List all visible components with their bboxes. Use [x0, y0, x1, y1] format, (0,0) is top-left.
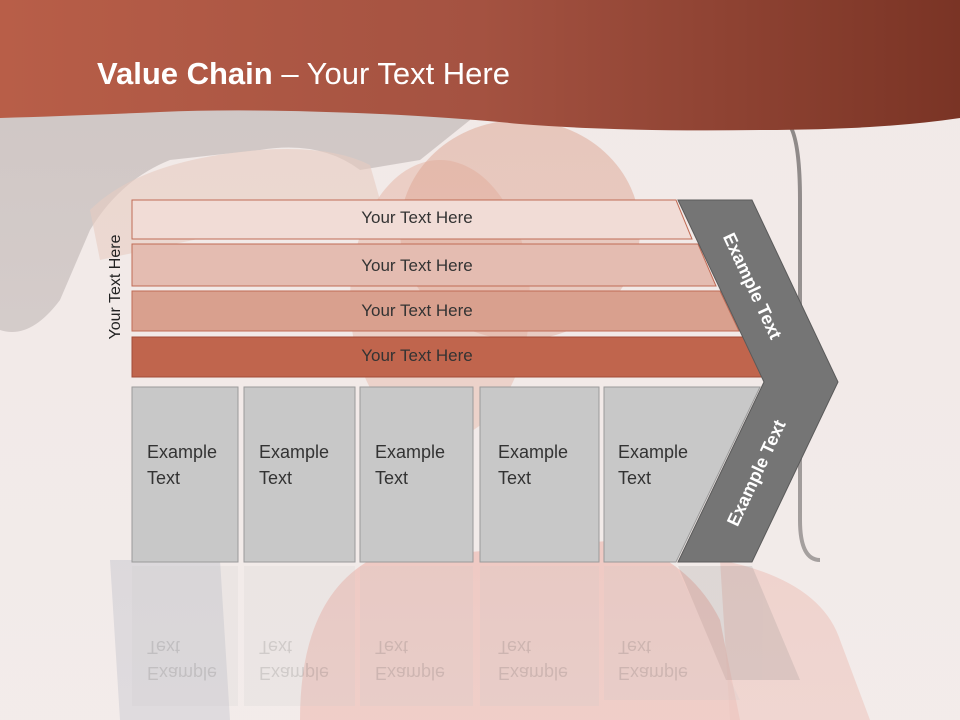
header-band: [0, 0, 960, 131]
box-label-line: Text: [375, 468, 409, 488]
box-label-4: Example Text: [498, 439, 598, 491]
reflection-line: Example: [498, 663, 569, 683]
box-label-line: Example: [259, 442, 330, 462]
reflection-line: Example: [618, 663, 689, 683]
box-label-reflection: Example Text: [498, 634, 598, 686]
box-label-line: Text: [498, 468, 532, 488]
band-label-3: Your Text Here: [361, 301, 473, 320]
side-label: Your Text Here: [107, 234, 124, 340]
box-label-line: Text: [259, 468, 293, 488]
band-label-1: Your Text Here: [361, 208, 473, 227]
box-label-reflection: Example Text: [618, 634, 718, 686]
box-label-5: Example Text: [618, 439, 718, 491]
reflection-line: Text: [375, 637, 409, 657]
box-label-reflection: Example Text: [147, 634, 247, 686]
band-1: [131, 199, 693, 240]
box-label-reflection: Example Text: [375, 634, 475, 686]
reflection: [132, 566, 800, 706]
slide-title: Value Chain – Your Text Here: [97, 56, 510, 92]
reflection-line: Example: [375, 663, 446, 683]
box-label-line: Example: [375, 442, 446, 462]
box-label-line: Text: [618, 468, 652, 488]
title-rest: – Your Text Here: [272, 56, 510, 91]
box-label-1: Example Text: [147, 439, 247, 491]
box-5: [603, 386, 761, 563]
box-label-line: Text: [147, 468, 181, 488]
band-2: [131, 243, 717, 287]
reflection-line: Text: [618, 637, 652, 657]
reflection-line: Text: [147, 637, 181, 657]
box-4: [479, 386, 600, 563]
reflection-line: Text: [259, 637, 293, 657]
reflection-line: Example: [259, 663, 330, 683]
box-3: [359, 386, 474, 563]
box-label-line: Example: [147, 442, 218, 462]
band-label-4: Your Text Here: [361, 346, 473, 365]
box-label-line: Example: [498, 442, 569, 462]
box-label-reflection: Example Text: [259, 634, 359, 686]
chevron-arrow: [677, 199, 839, 563]
reflection-line: Text: [498, 637, 532, 657]
reflection-line: Example: [147, 663, 218, 683]
box-label-2: Example Text: [259, 439, 359, 491]
box-2: [243, 386, 356, 563]
box-1: [131, 386, 239, 563]
box-label-line: Example: [618, 442, 689, 462]
title-bold: Value Chain: [97, 56, 273, 91]
box-label-3: Example Text: [375, 439, 475, 491]
band-label-2: Your Text Here: [361, 256, 473, 275]
band-3: [131, 290, 740, 332]
